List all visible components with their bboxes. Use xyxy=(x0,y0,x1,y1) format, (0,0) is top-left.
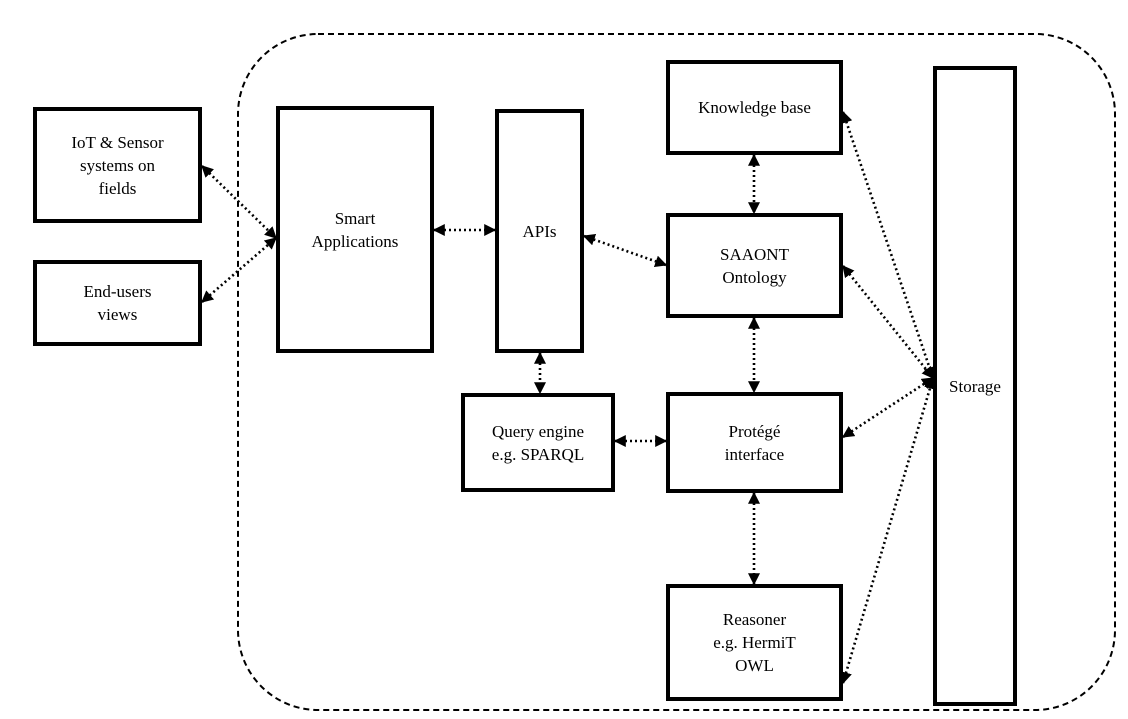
saaont-ontology-box: SAAONT Ontology xyxy=(666,213,843,318)
edge-apis-saaont xyxy=(582,233,668,268)
knowledge-base-box: Knowledge base xyxy=(666,60,843,155)
edge-saaont-storage xyxy=(841,265,935,379)
smart-applications-box: Smart Applications xyxy=(276,106,434,353)
protege-interface-box: Protégé interface xyxy=(666,392,843,493)
edge-reasoner-storage xyxy=(840,376,936,685)
edge-layer xyxy=(201,110,936,685)
apis-box: APIs xyxy=(495,109,584,353)
edge-iot-smart xyxy=(201,165,277,239)
iot-sensor-systems-box: IoT & Sensor systems on fields xyxy=(33,107,202,223)
reasoner-box: Reasoner e.g. HermiT OWL xyxy=(666,584,843,701)
system-boundary xyxy=(237,33,1116,711)
end-users-views-box: End-users views xyxy=(33,260,202,346)
storage-box: Storage xyxy=(933,66,1017,706)
edge-kb-storage xyxy=(840,110,936,380)
query-engine-box: Query engine e.g. SPARQL xyxy=(461,393,615,492)
edge-endusers-smart xyxy=(201,237,277,303)
